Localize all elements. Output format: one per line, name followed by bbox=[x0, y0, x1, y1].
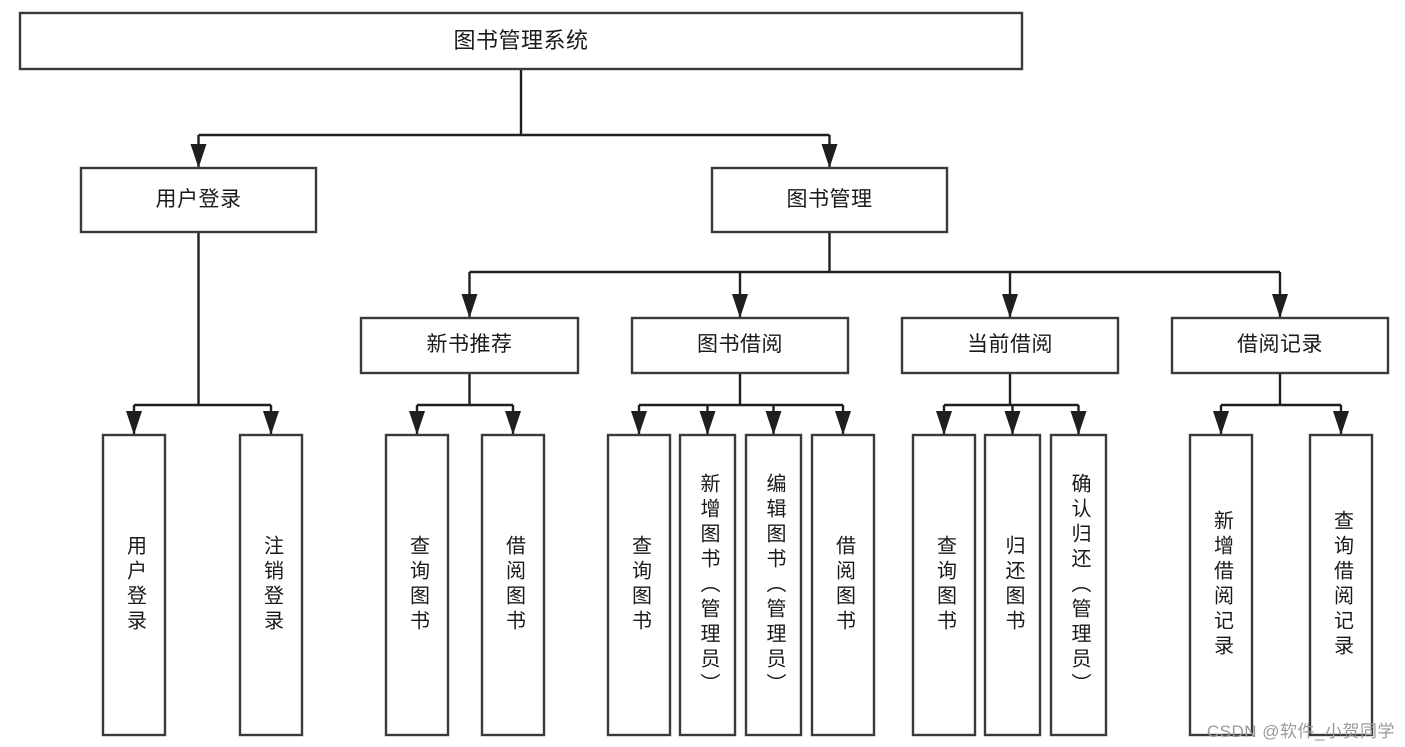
arrow-icon-borrow-record bbox=[1272, 294, 1288, 318]
arrow-icon-user-login bbox=[190, 144, 207, 168]
node-user-login[interactable] bbox=[79, 166, 318, 234]
arrow-icon-leaf-edit-book bbox=[765, 411, 782, 435]
arrow-icon-leaf-add-book bbox=[699, 411, 716, 435]
arrow-icon-new-book-recommend bbox=[461, 294, 478, 318]
arrow-icon-leaf-add-record bbox=[1213, 411, 1229, 435]
connectors-layer bbox=[126, 69, 1349, 435]
node-current-borrow[interactable] bbox=[900, 316, 1120, 375]
node-leaf-query-book-2[interactable] bbox=[606, 433, 672, 737]
node-book-manage[interactable] bbox=[710, 166, 949, 234]
arrow-icon-leaf-query-record bbox=[1333, 411, 1349, 435]
node-leaf-query-book-1[interactable] bbox=[384, 433, 450, 737]
node-leaf-edit-book[interactable] bbox=[744, 433, 803, 737]
arrow-icon-leaf-user-login bbox=[126, 411, 142, 435]
node-leaf-user-login[interactable] bbox=[101, 433, 167, 737]
arrow-icon-leaf-query-book-2 bbox=[631, 411, 647, 435]
arrow-icon-leaf-return-book bbox=[1004, 411, 1021, 435]
node-root[interactable] bbox=[18, 11, 1024, 71]
node-leaf-query-book-3[interactable] bbox=[911, 433, 977, 737]
node-leaf-query-record[interactable] bbox=[1308, 433, 1374, 737]
arrow-icon-leaf-confirm-return bbox=[1070, 411, 1087, 435]
node-leaf-add-record[interactable] bbox=[1188, 433, 1254, 737]
node-leaf-logout[interactable] bbox=[238, 433, 304, 737]
arrow-icon-leaf-query-book-3 bbox=[936, 411, 952, 435]
arrow-icon-leaf-borrow-book-1 bbox=[505, 411, 521, 435]
boxes-layer bbox=[18, 11, 1390, 737]
node-leaf-add-book[interactable] bbox=[678, 433, 737, 737]
node-leaf-borrow-book-1[interactable] bbox=[480, 433, 546, 737]
arrow-icon-book-manage bbox=[821, 144, 838, 168]
arrow-icon-leaf-logout bbox=[263, 411, 279, 435]
node-leaf-borrow-book-2[interactable] bbox=[810, 433, 876, 737]
node-book-borrow[interactable] bbox=[630, 316, 850, 375]
arrow-icon-book-borrow bbox=[732, 294, 748, 318]
arrow-icon-current-borrow bbox=[1002, 294, 1018, 318]
arrow-icon-leaf-borrow-book-2 bbox=[835, 411, 851, 435]
node-leaf-return-book[interactable] bbox=[983, 433, 1042, 737]
arrow-icon-leaf-query-book-1 bbox=[409, 411, 425, 435]
node-borrow-record[interactable] bbox=[1170, 316, 1390, 375]
node-new-book-recommend[interactable] bbox=[359, 316, 580, 375]
node-leaf-confirm-return[interactable] bbox=[1049, 433, 1108, 737]
